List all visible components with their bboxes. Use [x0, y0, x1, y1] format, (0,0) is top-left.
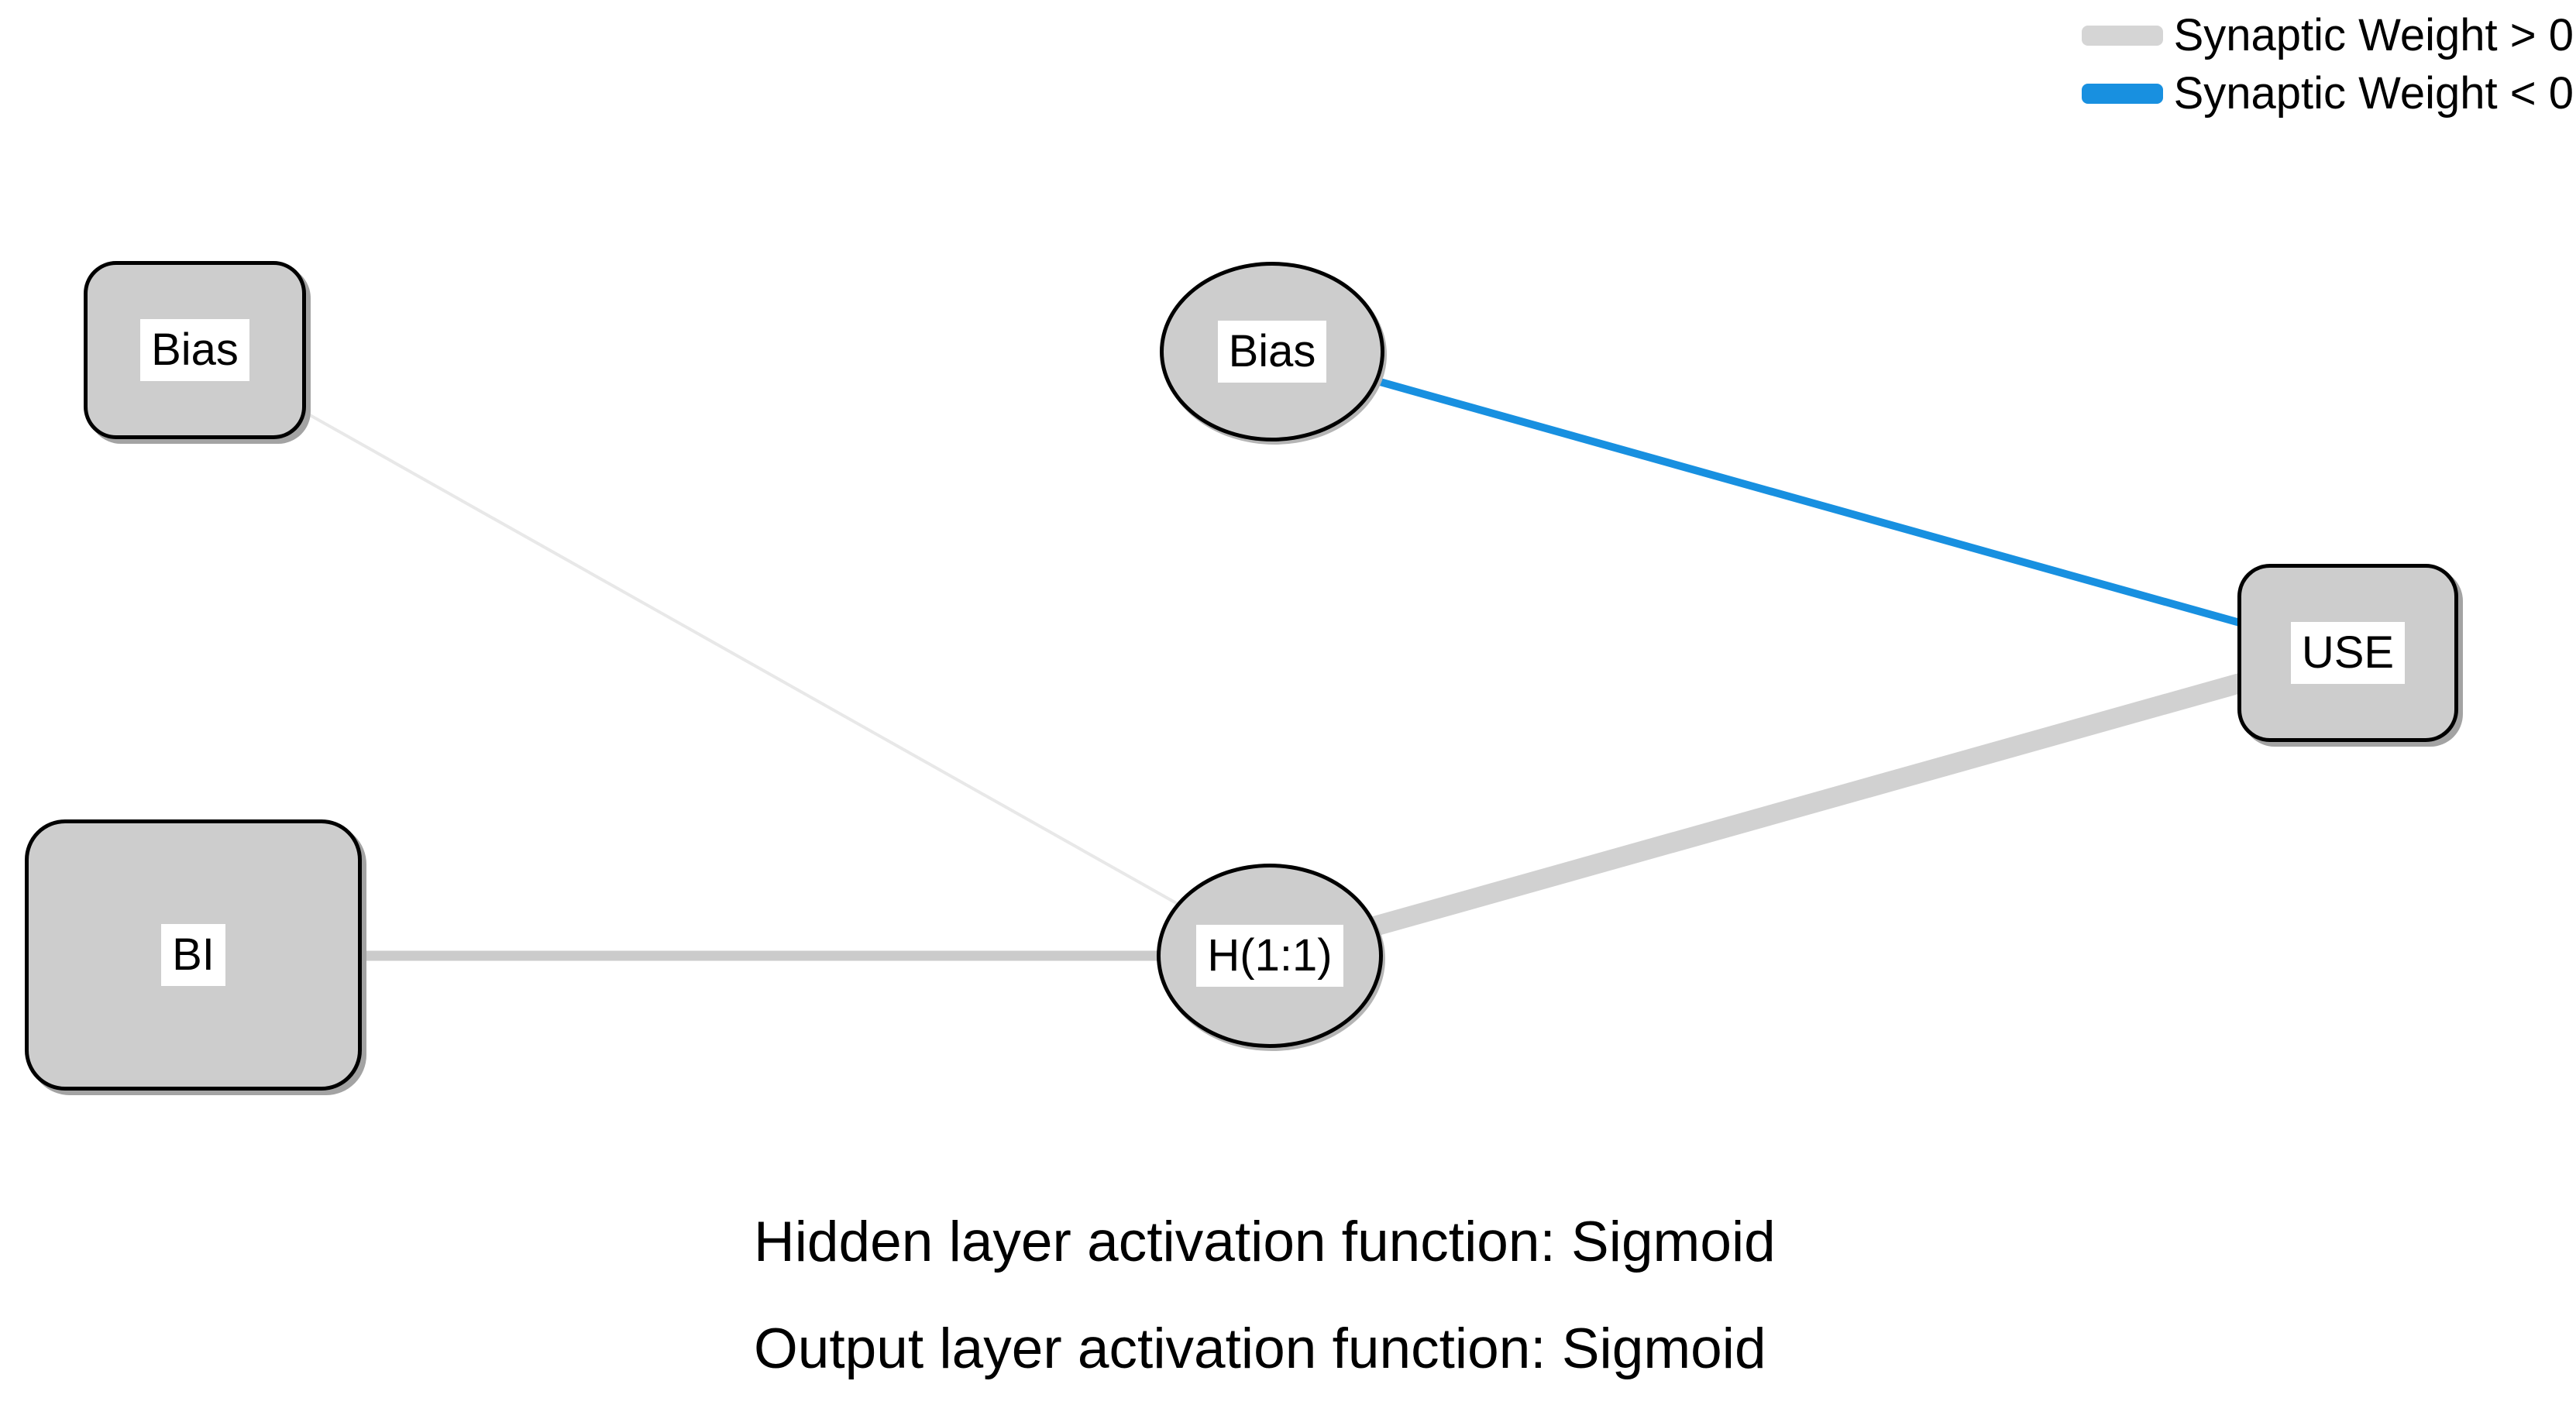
legend-item-positive: Synaptic Weight > 0	[2081, 6, 2574, 64]
legend: Synaptic Weight > 0 Synaptic Weight < 0	[2081, 6, 2574, 122]
node-hidden-unit-label: H(1:1)	[1196, 925, 1343, 987]
hidden-layer-activation-note: Hidden layer activation function: Sigmoi…	[754, 1211, 1776, 1273]
node-hidden-unit: H(1:1)	[1157, 864, 1383, 1048]
output-layer-activation-note: Output layer activation function: Sigmoi…	[754, 1317, 1766, 1380]
node-bias-input-label: Bias	[140, 319, 249, 381]
node-bias-input: Bias	[84, 261, 306, 439]
node-bi-input-label: BI	[161, 924, 225, 986]
legend-label-negative: Synaptic Weight < 0	[2173, 68, 2574, 119]
edge-bias-input-to-hidden	[194, 349, 1271, 957]
node-bias-hidden-label: Bias	[1217, 321, 1327, 383]
negative-weight-swatch	[2081, 83, 2163, 104]
edge-hidden-to-output	[1267, 643, 2351, 966]
legend-label-positive: Synaptic Weight > 0	[2173, 10, 2574, 60]
node-bias-hidden: Bias	[1160, 262, 1384, 441]
node-bi-input: BI	[25, 819, 362, 1091]
legend-item-negative: Synaptic Weight < 0	[2081, 64, 2574, 122]
node-output-use-label: USE	[2290, 622, 2406, 684]
edge-bias-hidden-to-output	[1271, 348, 2349, 657]
node-output-use: USE	[2237, 564, 2458, 742]
positive-weight-swatch	[2081, 25, 2163, 46]
